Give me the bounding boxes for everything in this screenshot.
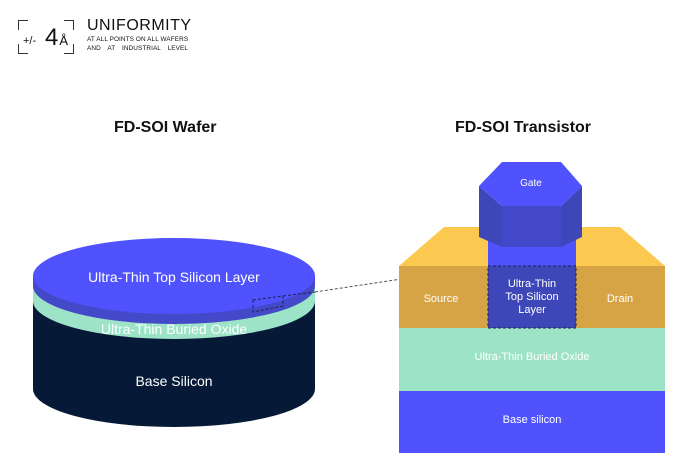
uniformity-number: 4 bbox=[45, 24, 59, 51]
uniformity-subtitle-2: AND AT INDUSTRIAL LEVEL bbox=[87, 45, 188, 52]
source-label: Source bbox=[424, 293, 459, 305]
plus-minus-label: +/- bbox=[23, 35, 37, 47]
transistor-illustration: Gate Source Drain Ultra-Thin Top Silicon… bbox=[399, 162, 665, 453]
wafer-heading: FD-SOI Wafer bbox=[114, 119, 217, 136]
drain-label: Drain bbox=[607, 293, 633, 305]
corner-bracket-icon bbox=[18, 44, 28, 54]
corner-bracket-icon bbox=[18, 20, 28, 30]
channel-label-line-1: Ultra-Thin bbox=[508, 278, 556, 290]
transistor-buried-oxide bbox=[399, 328, 665, 391]
gate-label: Gate bbox=[520, 178, 542, 189]
channel-label-line-2: Top Silicon bbox=[505, 291, 558, 303]
gate-right-side bbox=[561, 186, 582, 247]
uniformity-subtitle-1: AT ALL POINTS ON ALL WAFERS bbox=[87, 36, 189, 43]
wafer-zoom-region bbox=[252, 291, 316, 313]
gate-top-face bbox=[479, 162, 582, 206]
wafer-top-silicon-label: Ultra-Thin Top Silicon Layer bbox=[88, 269, 260, 285]
wafer-illustration: Ultra-Thin Top Silicon Layer Ultra-Thin … bbox=[33, 238, 316, 427]
uniformity-value: 4Å bbox=[45, 24, 68, 52]
transistor-base-silicon bbox=[399, 391, 665, 453]
transistor-heading: FD-SOI Transistor bbox=[455, 119, 592, 136]
gate-left-side bbox=[479, 186, 502, 247]
transistor-buried-oxide-label: Ultra-Thin Buried Oxide bbox=[475, 351, 590, 363]
transistor-base-silicon-label: Base silicon bbox=[503, 414, 562, 426]
corner-bracket-icon bbox=[64, 44, 74, 54]
corner-bracket-icon bbox=[64, 20, 74, 30]
wafer-buried-oxide-label: Ultra-Thin Buried Oxide bbox=[101, 321, 247, 337]
channel-label-line-3: Layer bbox=[518, 304, 546, 316]
gate-front-face bbox=[502, 206, 561, 247]
angstrom-unit: Å bbox=[59, 33, 69, 48]
channel-region bbox=[488, 266, 576, 328]
wafer-base-silicon-label: Base Silicon bbox=[135, 373, 212, 389]
uniformity-title: UNIFORMITY bbox=[87, 17, 192, 34]
uniformity-badge: +/- 4Å bbox=[18, 20, 74, 54]
wafer-top-silicon-layer bbox=[33, 238, 315, 314]
